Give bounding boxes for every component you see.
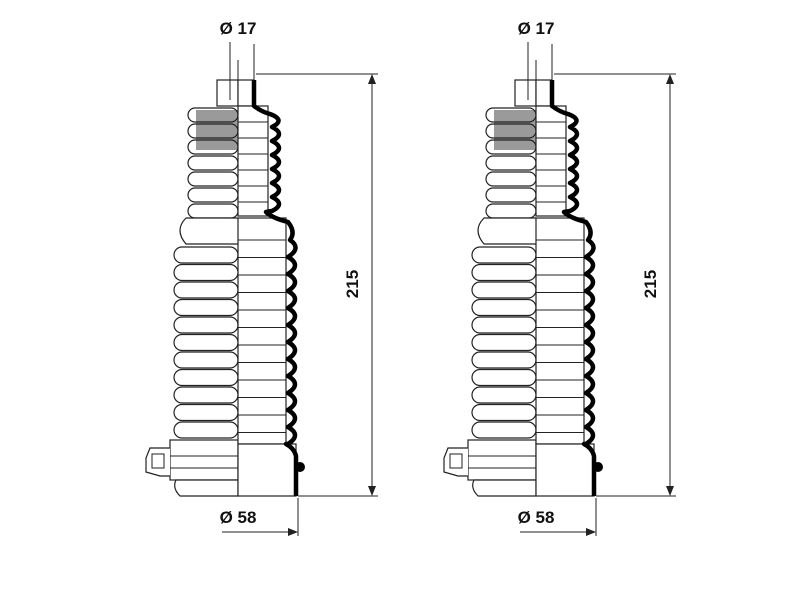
length-label: 215	[343, 270, 362, 298]
upper-rib	[485, 155, 537, 171]
top-diameter-label: Ø 17	[220, 19, 257, 38]
wall-profile	[549, 80, 597, 496]
upper-rib	[187, 203, 239, 219]
upper-rib	[187, 187, 239, 203]
boot-left: Ø 17 Ø 58 215	[145, 19, 378, 536]
bead-dot	[593, 462, 603, 472]
lower-rib	[471, 386, 537, 404]
middle-collar	[477, 217, 536, 245]
upper-rib	[485, 139, 537, 155]
bottom-collar	[169, 439, 239, 481]
lower-rib	[471, 298, 537, 317]
length-label: 215	[641, 270, 660, 298]
arrow-top	[368, 74, 376, 84]
bottom-diameter-label: Ø 58	[518, 508, 555, 527]
upper-rib	[485, 123, 537, 139]
lower-rib	[471, 333, 537, 352]
upper-rib	[187, 155, 239, 171]
lower-rib	[471, 368, 537, 387]
lower-rib	[471, 281, 537, 299]
neck-left	[514, 79, 537, 107]
lower-rib	[173, 368, 239, 387]
upper-rib	[485, 171, 537, 187]
arrow-top	[666, 74, 674, 84]
top-diameter-label: Ø 17	[518, 19, 555, 38]
clip-hole	[449, 453, 463, 469]
lower-rib	[173, 263, 239, 282]
boot-body	[145, 42, 378, 536]
bottom-collar	[467, 439, 537, 481]
upper-rib	[485, 187, 537, 203]
arrow-bottom	[666, 486, 674, 496]
shaded-section	[196, 110, 238, 150]
lower-rib	[471, 246, 537, 264]
lower-rib	[173, 351, 239, 369]
boot-body	[443, 42, 676, 536]
arrow-bottom-dim	[586, 528, 596, 536]
bottom-lip	[472, 479, 537, 497]
lower-rib	[471, 316, 537, 334]
middle-collar	[179, 217, 238, 245]
lower-rib	[471, 403, 537, 422]
lower-rib	[471, 263, 537, 282]
shaded-section	[494, 110, 536, 150]
wall-profile	[251, 80, 299, 496]
section-lower	[237, 217, 287, 445]
arrow-bottom	[368, 486, 376, 496]
lower-rib	[471, 351, 537, 369]
lower-rib	[173, 316, 239, 334]
lower-rib	[471, 421, 537, 439]
upper-rib	[485, 107, 537, 123]
arrow-bottom-dim	[288, 528, 298, 536]
clip-tab	[443, 447, 468, 477]
lower-rib	[173, 333, 239, 352]
neck-right	[237, 79, 255, 107]
lower-rib	[173, 386, 239, 404]
upper-rib	[187, 139, 239, 155]
lower-rib	[173, 403, 239, 422]
boot-right: Ø 17 Ø 58 215	[443, 19, 676, 536]
bottom-diameter-label: Ø 58	[220, 508, 257, 527]
upper-rib	[187, 107, 239, 123]
section-lower	[535, 217, 585, 445]
section-bottom	[237, 443, 297, 497]
bead-dot	[295, 462, 305, 472]
clip-hole	[151, 453, 165, 469]
neck-right	[535, 79, 553, 107]
clip-tab	[145, 447, 170, 477]
upper-rib	[485, 203, 537, 219]
lower-rib	[173, 246, 239, 264]
section-bottom	[535, 443, 595, 497]
bottom-lip	[174, 479, 239, 497]
lower-rib	[173, 421, 239, 439]
lower-rib	[173, 298, 239, 317]
lower-rib	[173, 281, 239, 299]
upper-rib	[187, 171, 239, 187]
upper-rib	[187, 123, 239, 139]
neck-left	[216, 79, 239, 107]
